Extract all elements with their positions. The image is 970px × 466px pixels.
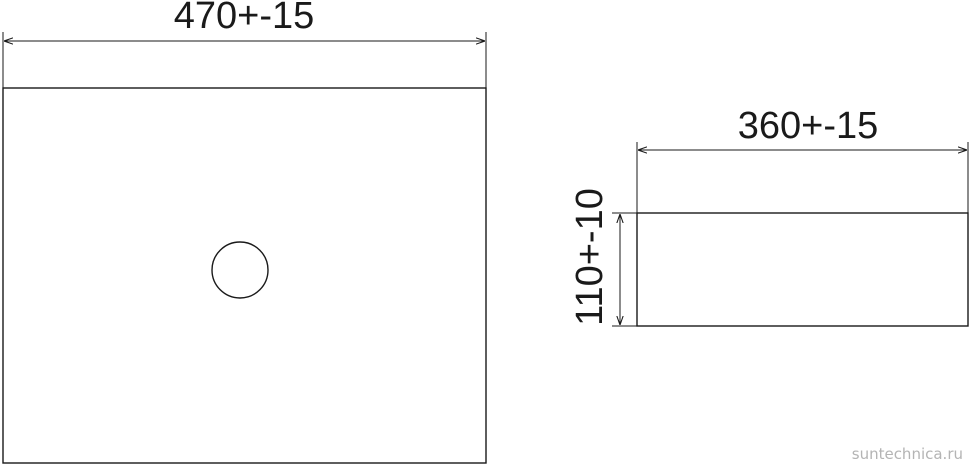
top-view: 470+-15 xyxy=(2,0,487,464)
top-width-label: 470+-15 xyxy=(174,0,315,37)
watermark-text: suntechnica.ru xyxy=(852,445,963,463)
side-height-label: 110+-10 xyxy=(569,188,611,326)
basin-side-outline xyxy=(636,212,969,327)
side-width-label: 360+-15 xyxy=(738,105,879,147)
basin-top-outline xyxy=(2,87,487,464)
side-view: 360+-15 110+-10 xyxy=(569,105,969,327)
drain-hole xyxy=(211,241,269,299)
